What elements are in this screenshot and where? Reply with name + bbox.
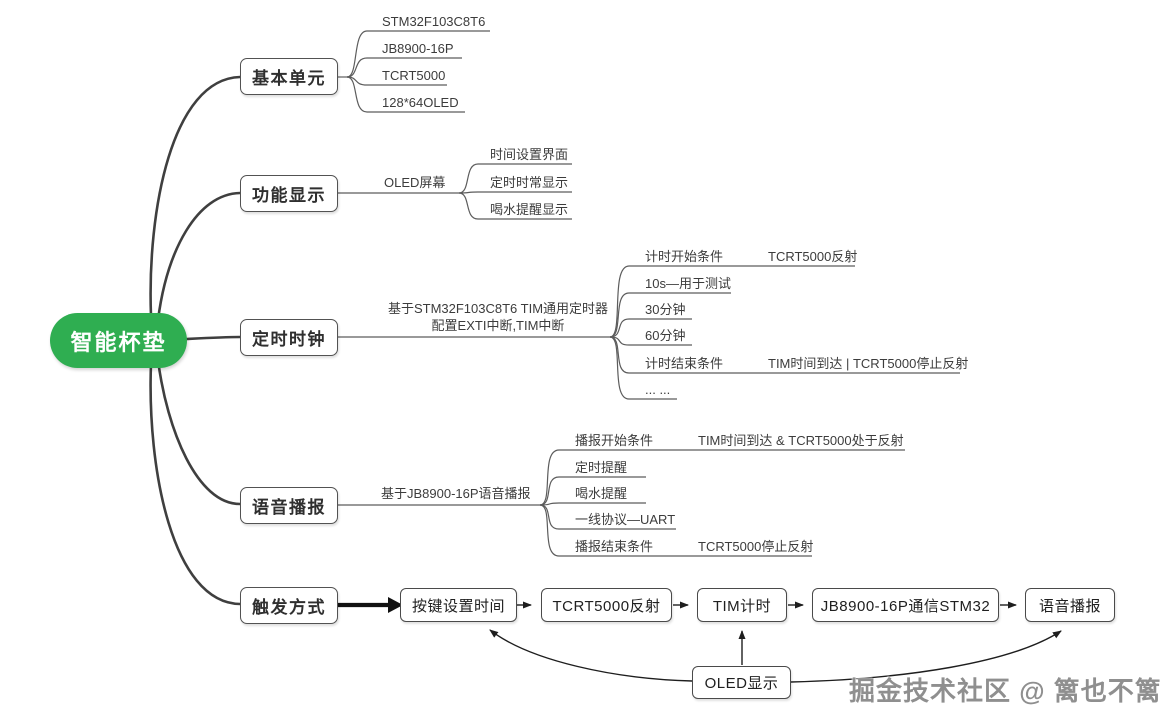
- leaf-broadcast-start[interactable]: 播报开始条件: [575, 433, 654, 448]
- leaf-timing-end-condition[interactable]: TIM时间到达 | TCRT5000停止反射: [768, 356, 969, 371]
- leaf-drink-reminder[interactable]: 喝水提醒: [575, 486, 628, 501]
- flow-node-oled-display[interactable]: OLED显示: [692, 666, 791, 699]
- leaf-timed-reminder[interactable]: 定时提醒: [575, 460, 628, 475]
- leaf-broadcast-end-condition[interactable]: TCRT5000停止反射: [698, 539, 814, 554]
- leaf-drink-reminder-display[interactable]: 喝水提醒显示: [490, 202, 569, 217]
- edge-leaf-oled128: [346, 76, 465, 113]
- leaf-uart-protocol[interactable]: 一线协议—UART: [575, 512, 676, 527]
- watermark: 掘金技术社区 @ 篱也不篱: [849, 676, 1162, 706]
- edge-leaf-stm32: [346, 30, 490, 78]
- trigger-arrowhead: [388, 597, 403, 613]
- leaf-time-set-ui[interactable]: 时间设置界面: [490, 147, 569, 162]
- edge-leaf-10s: [609, 292, 731, 338]
- edge-label-timer-line2: 配置EXTI中断,TIM中断: [431, 318, 565, 333]
- arrow-oled-to-keypress: [489, 629, 693, 682]
- edge-leaf-timed-reminder: [539, 476, 646, 506]
- edge-leaf-duration-display: [458, 191, 572, 194]
- edge-root-display: [156, 191, 242, 322]
- branch-node-timer[interactable]: 定时时钟: [240, 319, 338, 356]
- edge-leaf-30min: [609, 318, 692, 338]
- leaf-ellipsis[interactable]: ... ...: [645, 382, 671, 397]
- edge-leaf-ellipsis: [609, 336, 677, 400]
- edge-root-voice: [156, 358, 242, 506]
- edge-leaf-broadcast-start: [539, 449, 905, 506]
- leaf-30min[interactable]: 30分钟: [645, 302, 686, 317]
- edge-leaf-timing-start: [609, 265, 855, 338]
- edge-label-timer-basis[interactable]: 基于STM32F103C8T6 TIM通用定时器 配置EXTI中断,TIM中断: [368, 300, 628, 334]
- branch-node-display[interactable]: 功能显示: [240, 175, 338, 212]
- flow-node-tcrt5000-reflect[interactable]: TCRT5000反射: [541, 588, 672, 622]
- leaf-timing-start-condition[interactable]: TCRT5000反射: [768, 249, 858, 264]
- edge-leaf-time-set-ui: [458, 163, 572, 194]
- edge-label-voice-basis[interactable]: 基于JB8900-16P语音播报: [381, 486, 531, 501]
- edge-leaf-broadcast-end: [539, 504, 812, 557]
- leaf-duration-display[interactable]: 定时时常显示: [490, 175, 569, 190]
- leaf-10s-test[interactable]: 10s—用于测试: [645, 276, 731, 291]
- edge-leaf-drink-reminder: [539, 502, 646, 506]
- leaf-60min[interactable]: 60分钟: [645, 328, 686, 343]
- branch-node-basic-unit[interactable]: 基本单元: [240, 58, 338, 95]
- leaf-jb8900[interactable]: JB8900-16P: [382, 41, 454, 56]
- leaf-oled128[interactable]: 128*64OLED: [382, 95, 459, 110]
- flow-node-voice-broadcast[interactable]: 语音播报: [1025, 588, 1115, 622]
- leaf-broadcast-start-condition[interactable]: TIM时间到达 & TCRT5000处于反射: [698, 433, 904, 448]
- branch-node-trigger[interactable]: 触发方式: [240, 587, 338, 624]
- root-node-smart-coaster[interactable]: 智能杯垫: [50, 313, 187, 368]
- leaf-stm32[interactable]: STM32F103C8T6: [382, 14, 486, 29]
- edge-leaf-tcrt5000: [346, 76, 447, 86]
- edge-root-trigger: [149, 362, 242, 606]
- edge-label-timer-line1: 基于STM32F103C8T6 TIM通用定时器: [387, 301, 609, 316]
- leaf-broadcast-end[interactable]: 播报结束条件: [575, 539, 654, 554]
- edge-leaf-60min: [609, 336, 692, 346]
- leaf-timing-start[interactable]: 计时开始条件: [645, 249, 724, 264]
- leaf-timing-end[interactable]: 计时结束条件: [645, 356, 724, 371]
- branch-node-voice[interactable]: 语音播报: [240, 487, 338, 524]
- flow-node-jb8900-comm-stm32[interactable]: JB8900-16P通信STM32: [812, 588, 999, 622]
- arrow-oled-to-voice: [790, 630, 1062, 683]
- leaf-tcrt5000[interactable]: TCRT5000: [382, 68, 446, 83]
- edge-label-oled-screen[interactable]: OLED屏幕: [384, 175, 446, 190]
- flow-node-tim-count[interactable]: TIM计时: [697, 588, 787, 622]
- edge-leaf-drink-reminder-display: [458, 192, 572, 220]
- edge-leaf-timing-end: [609, 336, 960, 374]
- edge-root-basic-unit: [149, 75, 242, 318]
- edge-leaf-jb8900: [346, 57, 462, 78]
- flow-node-keypress-set-time[interactable]: 按键设置时间: [400, 588, 517, 622]
- edge-root-timer: [185, 335, 242, 341]
